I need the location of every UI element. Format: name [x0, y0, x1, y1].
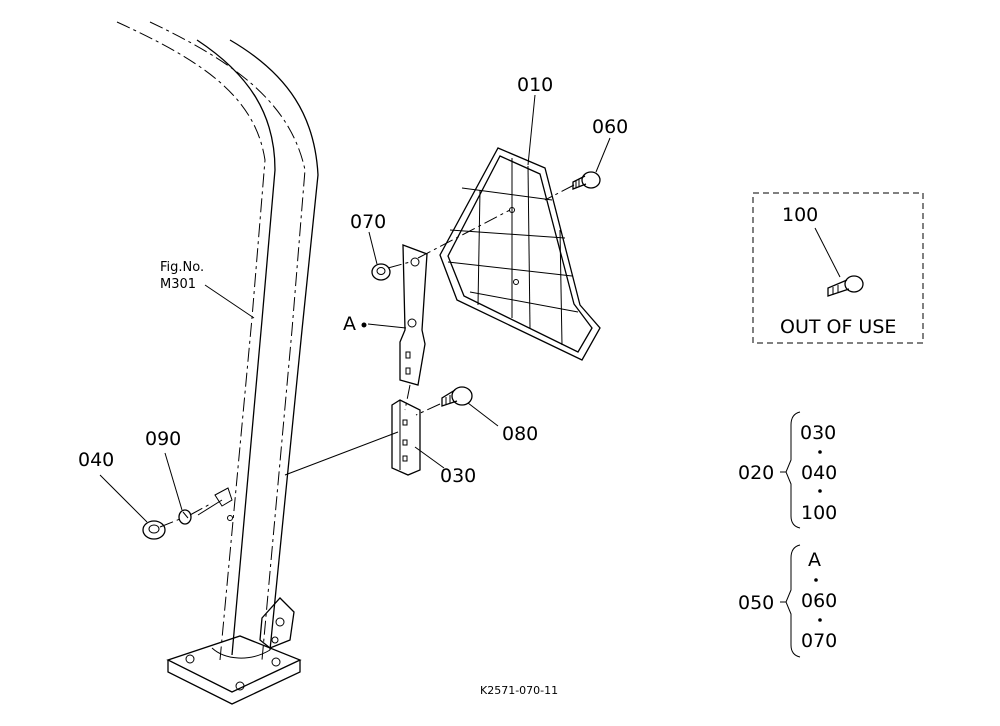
fig-ref-line1: Fig.No. — [160, 260, 204, 275]
out-of-use-part: 100 — [782, 204, 818, 226]
out-of-use-text: OUT OF USE — [780, 316, 896, 338]
assembly-050: 050 A 060 070 — [738, 544, 837, 658]
bracket-a — [399, 244, 428, 411]
point-a-dot — [361, 322, 367, 328]
leader-lines — [99, 94, 611, 523]
spring-washer-090 — [178, 509, 192, 525]
drawing-number: K2571-070-11 — [480, 684, 558, 697]
callout-040: 040 — [78, 449, 114, 471]
callout-070: 070 — [350, 211, 386, 233]
assembly-050-parent: 050 — [738, 592, 774, 614]
bolt-080 — [441, 386, 473, 407]
callout-060: 060 — [592, 116, 628, 138]
assembly-050-child-1: A — [808, 549, 821, 571]
tube-bracket — [259, 597, 295, 649]
nut-040 — [142, 520, 166, 540]
assembly-020-child-3: 100 — [801, 502, 837, 524]
callout-010: 010 — [517, 74, 553, 96]
frame-base-plate — [166, 635, 302, 705]
nut-070 — [371, 263, 391, 281]
out-of-use-box: 100 OUT OF USE — [752, 192, 924, 344]
callout-090: 090 — [145, 428, 181, 450]
fig-ref-line2: M301 — [160, 277, 196, 292]
assembly-020-parent: 020 — [738, 462, 774, 484]
assembly-020-child-1: 030 — [800, 422, 836, 444]
assembly-050-child-2: 060 — [801, 590, 837, 612]
assembly-lines — [159, 184, 575, 528]
rops-frame — [116, 21, 319, 661]
assembly-050-child-3: 070 — [801, 630, 837, 652]
callout-030: 030 — [440, 465, 476, 487]
holder-030 — [391, 399, 421, 476]
assembly-020-child-2: 040 — [801, 462, 837, 484]
callout-a: A — [343, 313, 356, 335]
callout-080: 080 — [502, 423, 538, 445]
tube-holes — [197, 487, 233, 521]
bolt-060 — [572, 171, 601, 190]
reflector-grid-010 — [439, 147, 601, 361]
assembly-020: 020 030 040 100 — [738, 411, 837, 529]
